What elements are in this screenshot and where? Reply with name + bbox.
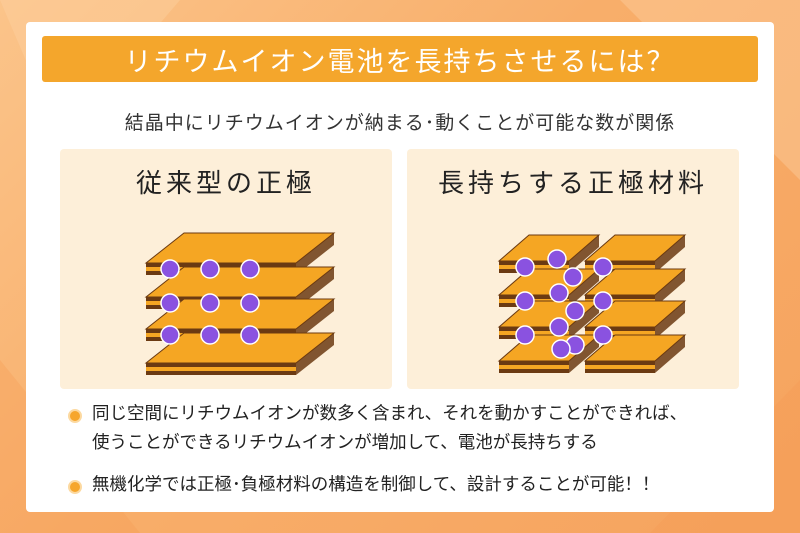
lithium-ion	[160, 293, 180, 313]
bullet-1-line-2: 使うことができるリチウムイオンが増加して、電池が長持ちする	[92, 433, 598, 453]
layer-slab-4-edge	[146, 371, 296, 375]
layer-slab-4-edge	[146, 363, 296, 367]
lithium-ion	[593, 291, 613, 311]
layer-slab-left-4-side	[569, 335, 599, 373]
bullet-1-line-1: 同じ空間にリチウムイオンが数多く含まれ、それを動かすことができれば、	[92, 404, 688, 424]
layer-slab-right-4-side	[655, 335, 685, 373]
lithium-ion	[240, 325, 260, 345]
lithium-ion	[515, 257, 535, 277]
layer-slab-1-side	[296, 233, 334, 275]
bullet-dot-icon	[68, 480, 82, 494]
layer-slab-right-3-edge	[585, 331, 655, 335]
lithium-ion-extra	[547, 249, 567, 269]
bullet-item-1: 同じ空間にリチウムイオンが数多く含まれ、それを動かすことができれば、 使うことが…	[68, 400, 748, 458]
layer-slab-left-2-edge	[499, 295, 569, 299]
layer-slab-right-4-edge	[585, 365, 655, 369]
lithium-ion	[515, 291, 535, 311]
layered-structure-conventional	[144, 232, 336, 375]
layer-slab-right-4-edge	[585, 369, 655, 373]
bullet-item-2: 無機化学では正極･負極材料の構造を制御して、設計することが可能！！	[68, 471, 748, 500]
lithium-ion	[515, 325, 535, 345]
lithium-ion	[200, 259, 220, 279]
layer-slab-right-4-edge	[585, 361, 655, 365]
lithium-ion-extra	[563, 267, 583, 287]
lithium-ion-extra	[565, 301, 585, 321]
lithium-ion-extra	[549, 283, 569, 303]
lithium-ion	[240, 259, 260, 279]
lithium-ion	[160, 259, 180, 279]
page-title: リチウムイオン電池を長持ちさせるには？	[124, 46, 676, 78]
lithium-ion	[593, 325, 613, 345]
layer-slab-right-3-edge	[585, 327, 655, 331]
lithium-ion	[240, 293, 260, 313]
layer-slab-left-1-side	[569, 235, 599, 273]
layer-slab-right-2-side	[655, 269, 685, 307]
layer-slab-left-4-edge	[499, 369, 569, 373]
lithium-ion	[593, 257, 613, 277]
lithium-ion	[200, 325, 220, 345]
bullet-2-line-1: 無機化学では正極･負極材料の構造を制御して、設計することが可能！！	[92, 475, 660, 495]
panel-long-life-cathode: 長持ちする正極材料	[407, 149, 739, 389]
layer-slab-3-edge	[146, 329, 296, 333]
layer-slab-left-4-edge	[499, 361, 569, 365]
panel-conventional-cathode: 従来型の正極	[60, 149, 392, 389]
layer-slab-right-1-edge	[585, 261, 655, 265]
layer-slab-right-2-edge	[585, 295, 655, 299]
content-card: リチウムイオン電池を長持ちさせるには？ 結晶中にリチウムイオンが納まる･動くこと…	[26, 22, 774, 512]
layer-slab-left-3-side	[569, 301, 599, 339]
layer-slab-3-side	[296, 299, 334, 341]
subtitle: 結晶中にリチウムイオンが納まる･動くことが可能な数が関係	[124, 112, 676, 134]
layer-slab-4-edge	[146, 367, 296, 371]
layer-slab-right-3-side	[655, 301, 685, 339]
layer-slab-left-3-edge	[499, 327, 569, 331]
layer-slab-left-1-edge	[499, 261, 569, 265]
layered-structure-long-life	[497, 234, 687, 373]
layer-slab-right-1-edge	[585, 265, 655, 269]
lithium-ion	[200, 293, 220, 313]
layer-slab-left-4-edge	[499, 365, 569, 369]
lithium-ion	[160, 325, 180, 345]
layer-slab-4-side	[296, 333, 334, 375]
lithium-ion-extra	[551, 339, 571, 359]
lithium-ion-extra	[549, 317, 569, 337]
bullet-dot-icon	[68, 409, 82, 423]
panel-title-long-life: 長持ちする正極材料	[437, 169, 708, 199]
panel-title-conventional: 従来型の正極	[135, 169, 316, 199]
title-banner: リチウムイオン電池を長持ちさせるには？	[42, 36, 758, 82]
layer-slab-right-1-side	[655, 235, 685, 273]
layer-slab-1-edge	[146, 263, 296, 267]
layer-slab-left-2-side	[569, 269, 599, 307]
